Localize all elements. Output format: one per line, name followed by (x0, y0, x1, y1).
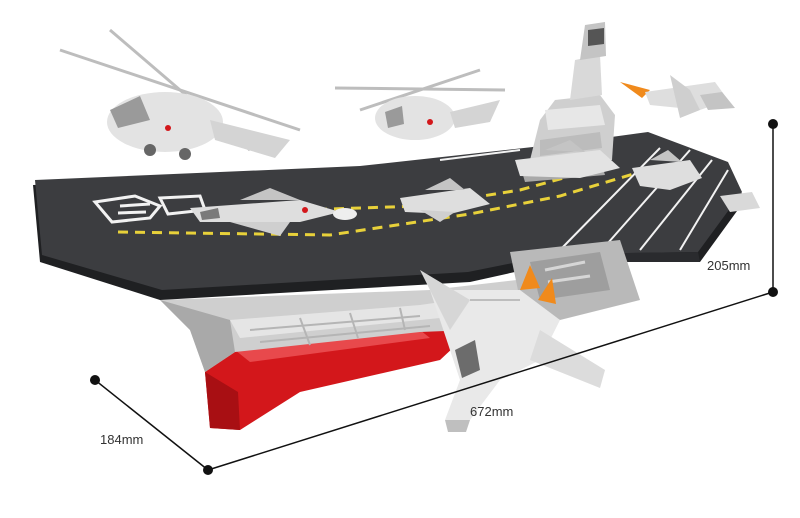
width-dimension-line (94, 379, 209, 471)
length-label: 672mm (470, 404, 514, 419)
dimension-endpoints (90, 119, 778, 475)
helicopter-icon (334, 68, 506, 140)
fighter-jet-icon (420, 265, 605, 432)
height-label: 205mm (707, 258, 751, 273)
fighter-jet-icon (620, 75, 735, 118)
hull-grey (160, 260, 620, 372)
flight-deck (33, 132, 745, 300)
fighter-jet-icon (515, 140, 620, 178)
fighter-jet-icon (632, 150, 760, 212)
length-dimension-line (207, 291, 774, 471)
fighter-jet-icon (190, 188, 357, 236)
fighter-jet-icon (400, 178, 490, 222)
width-label: 184mm (100, 432, 144, 447)
helicopter-icon (59, 28, 301, 160)
dimension-lines (94, 124, 774, 471)
hull-red-bottom (205, 318, 470, 430)
hull-number-text: 16 (0, 0, 2, 1)
